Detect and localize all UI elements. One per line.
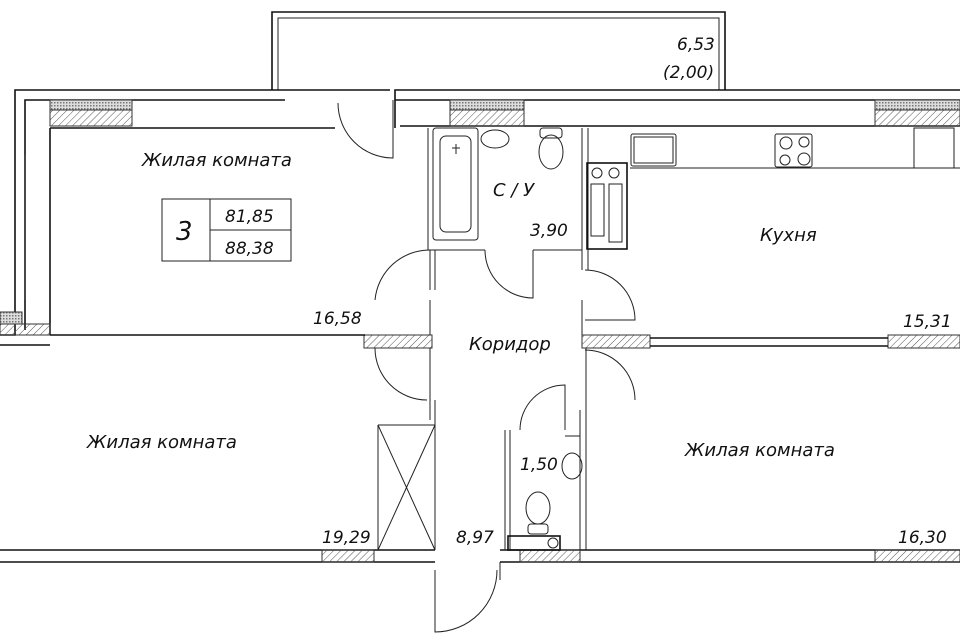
room-label-living-1: Жилая комната [141,150,292,171]
room-area-living-2: 19,29 [322,528,371,548]
room-label-kitchen: Кухня [760,225,817,246]
living-area: 81,85 [225,207,274,227]
room-area-living-1: 16,58 [313,309,362,329]
interior-walls [50,128,888,551]
balcony [271,11,726,90]
room-area-wc: 1,50 [520,455,558,475]
total-area: 88,38 [225,239,274,259]
doors [337,100,636,633]
room-label-living-2: Жилая комната [86,432,237,453]
room-label-corridor: Коридор [469,334,551,355]
wall-hatches [0,99,960,563]
room-area-bathroom: 3,90 [530,221,568,241]
room-area-living-3: 16,30 [898,528,947,548]
room-area-kitchen: 15,31 [903,312,952,332]
rooms-count: 3 [176,217,193,247]
room-label-bathroom: С / У [493,180,535,201]
balcony-area: 6,53 [677,35,715,55]
apartment-summary: 3 81,85 88,38 [161,198,292,262]
room-label-living-3: Жилая комната [684,440,835,461]
room-area-corridor: 8,97 [456,528,494,548]
balcony-reduced-area: (2,00) [663,63,714,83]
fixtures [432,127,960,551]
